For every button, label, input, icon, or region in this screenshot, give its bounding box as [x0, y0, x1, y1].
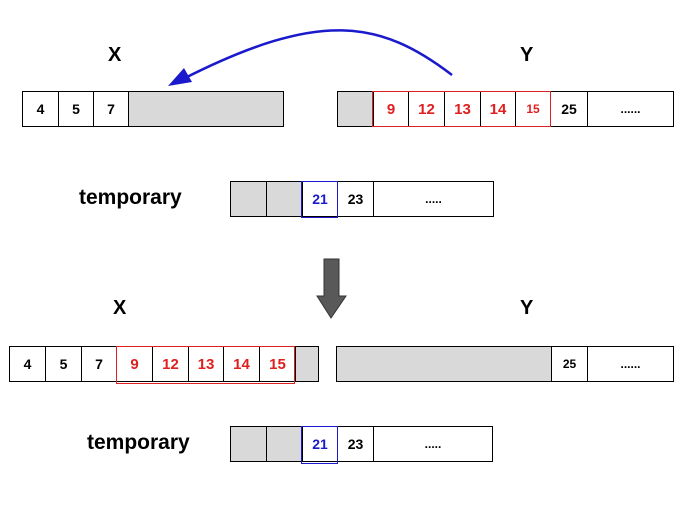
array-cell-empty	[231, 182, 267, 216]
top-temporary-label: temporary	[79, 186, 182, 209]
array-cell-highlighted: 14	[224, 347, 260, 381]
bottom-array-temporary: 21 23 .....	[230, 426, 493, 462]
bottom-array-x: 4 5 7 9 12 13 14 15	[9, 346, 319, 382]
array-cell-empty	[338, 92, 374, 126]
bottom-x-label: X	[113, 297, 127, 319]
array-cell-empty	[267, 427, 303, 461]
array-cell-ellipsis: ......	[620, 357, 641, 371]
array-cell-empty	[337, 347, 552, 381]
top-array-temporary: 21 23 .....	[230, 181, 494, 217]
array-cell-highlighted: 13	[445, 92, 481, 126]
array-cell-highlighted: 15	[260, 347, 296, 381]
array-cell: 4	[10, 347, 46, 381]
array-cell-empty	[231, 427, 267, 461]
array-cell: 5	[59, 92, 94, 126]
array-cell-highlighted: 15	[516, 92, 551, 126]
array-cell-highlighted: 13	[189, 347, 224, 381]
array-cell-ellipsis: .....	[425, 192, 442, 206]
bottom-y-label: Y	[520, 297, 534, 319]
array-cell-ellipsis: .....	[424, 437, 442, 451]
top-array-x: 4 5 7	[22, 91, 284, 127]
bottom-temporary-label: temporary	[87, 431, 190, 454]
array-cell-ellipsis: ......	[620, 102, 641, 116]
array-cell-highlighted: 9	[374, 92, 409, 126]
bottom-array-y: 25 ......	[336, 346, 674, 382]
array-cell: 23	[338, 182, 374, 216]
array-cell: 25	[552, 347, 588, 381]
array-cell-highlighted: 21	[303, 427, 338, 461]
top-array-y: 9 12 13 14 15 25 ......	[337, 91, 674, 127]
array-cell-highlighted: 21	[303, 182, 338, 216]
array-cell: 7	[82, 347, 117, 381]
array-cell-empty	[129, 92, 283, 126]
top-y-label: Y	[520, 44, 534, 66]
array-cell: 23	[338, 427, 374, 461]
array-cell-highlighted: 12	[153, 347, 189, 381]
array-cell-highlighted: 9	[117, 347, 153, 381]
array-cell: 4	[23, 92, 59, 126]
array-cell-empty	[296, 347, 318, 381]
array-cell: 7	[94, 92, 129, 126]
array-cell-highlighted: 14	[481, 92, 516, 126]
array-cell: 25	[551, 92, 588, 126]
array-cell: 5	[46, 347, 82, 381]
top-x-label: X	[108, 44, 122, 66]
array-cell-highlighted: 12	[409, 92, 445, 126]
array-cell-empty	[267, 182, 303, 216]
